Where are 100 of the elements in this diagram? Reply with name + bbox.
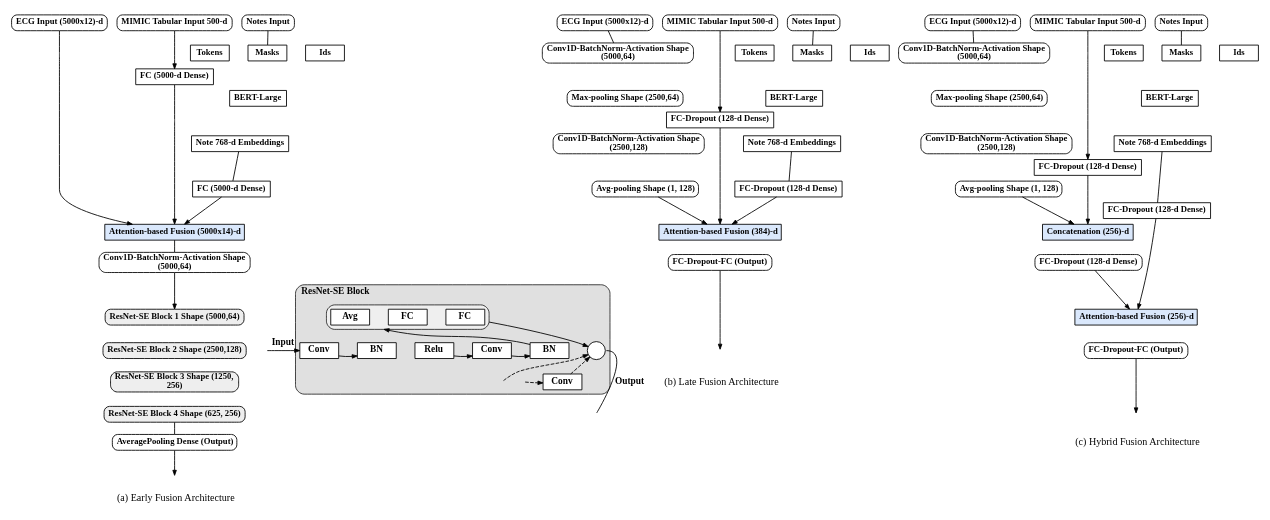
connector xyxy=(232,150,240,181)
node-box: Masks xyxy=(792,44,833,61)
arrow xyxy=(172,271,177,309)
node-box: BERT-Large xyxy=(1141,89,1199,107)
node-box: Notes Input xyxy=(786,13,841,31)
label: (b) Late Fusion Architecture xyxy=(664,375,779,387)
node-box: ResNet-SE Block 4 Shape (625, 256) xyxy=(103,405,246,423)
node-box: FC (5000-d Dense) xyxy=(192,180,271,197)
node-box: Attention-based Fusion (384)-d xyxy=(658,223,782,241)
node-box: FC-Dropout (128-d Dense) xyxy=(666,111,775,128)
arrow xyxy=(1085,174,1091,225)
node-box: Note 768-d Embeddings xyxy=(191,134,290,152)
arrow xyxy=(172,83,177,225)
node-box: Notes Input xyxy=(1154,13,1209,31)
node-box: Attention-based Fusion (256)-d xyxy=(1074,308,1198,325)
arrow xyxy=(453,353,473,359)
node-box: Concatenation (256)-d xyxy=(1042,223,1134,241)
node-box: BERT-Large xyxy=(229,89,287,107)
node-box: BN xyxy=(356,341,397,359)
node-box: ECG Input (5000x12)-d xyxy=(924,13,1021,31)
node-box: Note 768-d Embeddings xyxy=(743,134,842,152)
node-box: Max-pooling Shape (2500,64) xyxy=(930,89,1048,107)
node-box: MIMIC Tabular Input 500-d xyxy=(116,13,233,31)
arrow xyxy=(266,347,301,353)
connector xyxy=(972,29,975,43)
node-box: ECG Input (5000x12)-d xyxy=(556,13,654,31)
arrow xyxy=(503,353,591,381)
arrow xyxy=(717,30,723,112)
node-box: FC-Dropout (128-d Dense) xyxy=(1102,201,1211,219)
connector xyxy=(267,29,269,45)
label: (c) Hybrid Fusion Architecture xyxy=(1075,435,1200,447)
node-box: Tokens xyxy=(1103,44,1144,61)
arrow xyxy=(1085,29,1091,160)
arrow xyxy=(1137,217,1157,309)
node-box: Conv xyxy=(299,341,340,359)
arrow xyxy=(1133,357,1139,413)
node-box: MIMIC Tabular Input 500-d xyxy=(662,13,779,31)
node-box: AveragePooling Dense (Output) xyxy=(111,433,238,451)
node-box: ResNet-SE Block 2 Shape (2500,128) xyxy=(102,341,247,359)
connector xyxy=(788,150,792,181)
node-box: MIMIC Tabular Input 500-d xyxy=(1029,13,1146,31)
node-box: Tokens xyxy=(190,44,230,61)
node-box: Note 768-d Embeddings xyxy=(1113,134,1212,152)
node-box: Conv xyxy=(472,341,512,359)
node-box: Attention-based Fusion (5000x14)-d xyxy=(104,223,245,241)
node-box: Conv xyxy=(542,373,583,390)
connector xyxy=(1157,150,1163,203)
node-box: ECG Input (5000x12)-d xyxy=(11,13,108,31)
edge-label: Input xyxy=(271,336,295,347)
node-box: FC xyxy=(445,308,486,325)
arrow xyxy=(338,353,358,359)
connector xyxy=(1180,29,1182,45)
node-box: Avg-pooling Shape (1, 128) xyxy=(955,180,1063,197)
arrow xyxy=(511,353,531,359)
node-box: FC-Dropout (128-d Dense) xyxy=(734,180,843,197)
arrow xyxy=(731,196,777,225)
arrow xyxy=(488,321,589,347)
node-box: FC (5000-d Dense) xyxy=(135,67,214,85)
node-box: FC-Dropout-FC (Output) xyxy=(1083,341,1189,359)
edge-label: Output xyxy=(615,375,645,386)
node-box: Avg xyxy=(330,308,371,325)
node-box: Ids xyxy=(305,44,345,61)
node-box: Masks xyxy=(247,44,288,61)
arrow xyxy=(717,269,723,350)
node-box: Relu xyxy=(414,341,455,359)
node-box: FC-Dropout (128-d Dense) xyxy=(1034,253,1143,271)
node-box: Conv1D-BatchNorm-Activation Shape (5000,64) xyxy=(898,42,1051,64)
node-box: FC-Dropout (128-d Dense) xyxy=(1033,158,1142,176)
node-box: Conv1D-BatchNorm-Activation Shape (5000,64) xyxy=(541,42,694,64)
arrow xyxy=(172,29,177,69)
connector xyxy=(607,29,615,43)
arrow xyxy=(1022,196,1075,225)
node-box: Notes Input xyxy=(241,13,295,31)
node-box: Conv1D-BatchNorm-Activation Shape (2500,128) xyxy=(552,132,705,154)
node-box: Masks xyxy=(1161,44,1202,61)
node-box: ResNet-SE Block 3 Shape (1250, 256) xyxy=(110,370,240,392)
arrow xyxy=(184,196,222,225)
arrow xyxy=(524,380,544,385)
node-box: BERT-Large xyxy=(765,89,824,107)
node-box: Ids xyxy=(849,44,890,61)
node-box: BN xyxy=(529,341,570,359)
node-box: Conv1D-BatchNorm-Activation Shape (5000,64) xyxy=(98,251,251,273)
arrow xyxy=(383,327,531,345)
cluster xyxy=(326,304,490,330)
node-box: ResNet-SE Block 1 Shape (5000,64) xyxy=(104,308,245,325)
arrow xyxy=(172,449,177,476)
node-box: Max-pooling Shape (2500,64) xyxy=(566,89,684,107)
arrow xyxy=(1094,269,1130,309)
node-box: FC-Dropout-FC (Output) xyxy=(667,253,773,271)
node-box: FC xyxy=(387,308,428,325)
connector xyxy=(174,239,175,253)
connector xyxy=(596,349,618,413)
connector xyxy=(812,29,814,45)
node-box: Avg-pooling Shape (1, 128) xyxy=(591,180,699,197)
arrow xyxy=(570,353,591,374)
arrow xyxy=(59,29,133,225)
node-box: Conv1D-BatchNorm-Activation Shape (2500,128) xyxy=(920,132,1073,154)
label: (a) Early Fusion Architecture xyxy=(117,491,235,503)
arrow xyxy=(717,127,723,224)
arrow xyxy=(657,196,708,225)
